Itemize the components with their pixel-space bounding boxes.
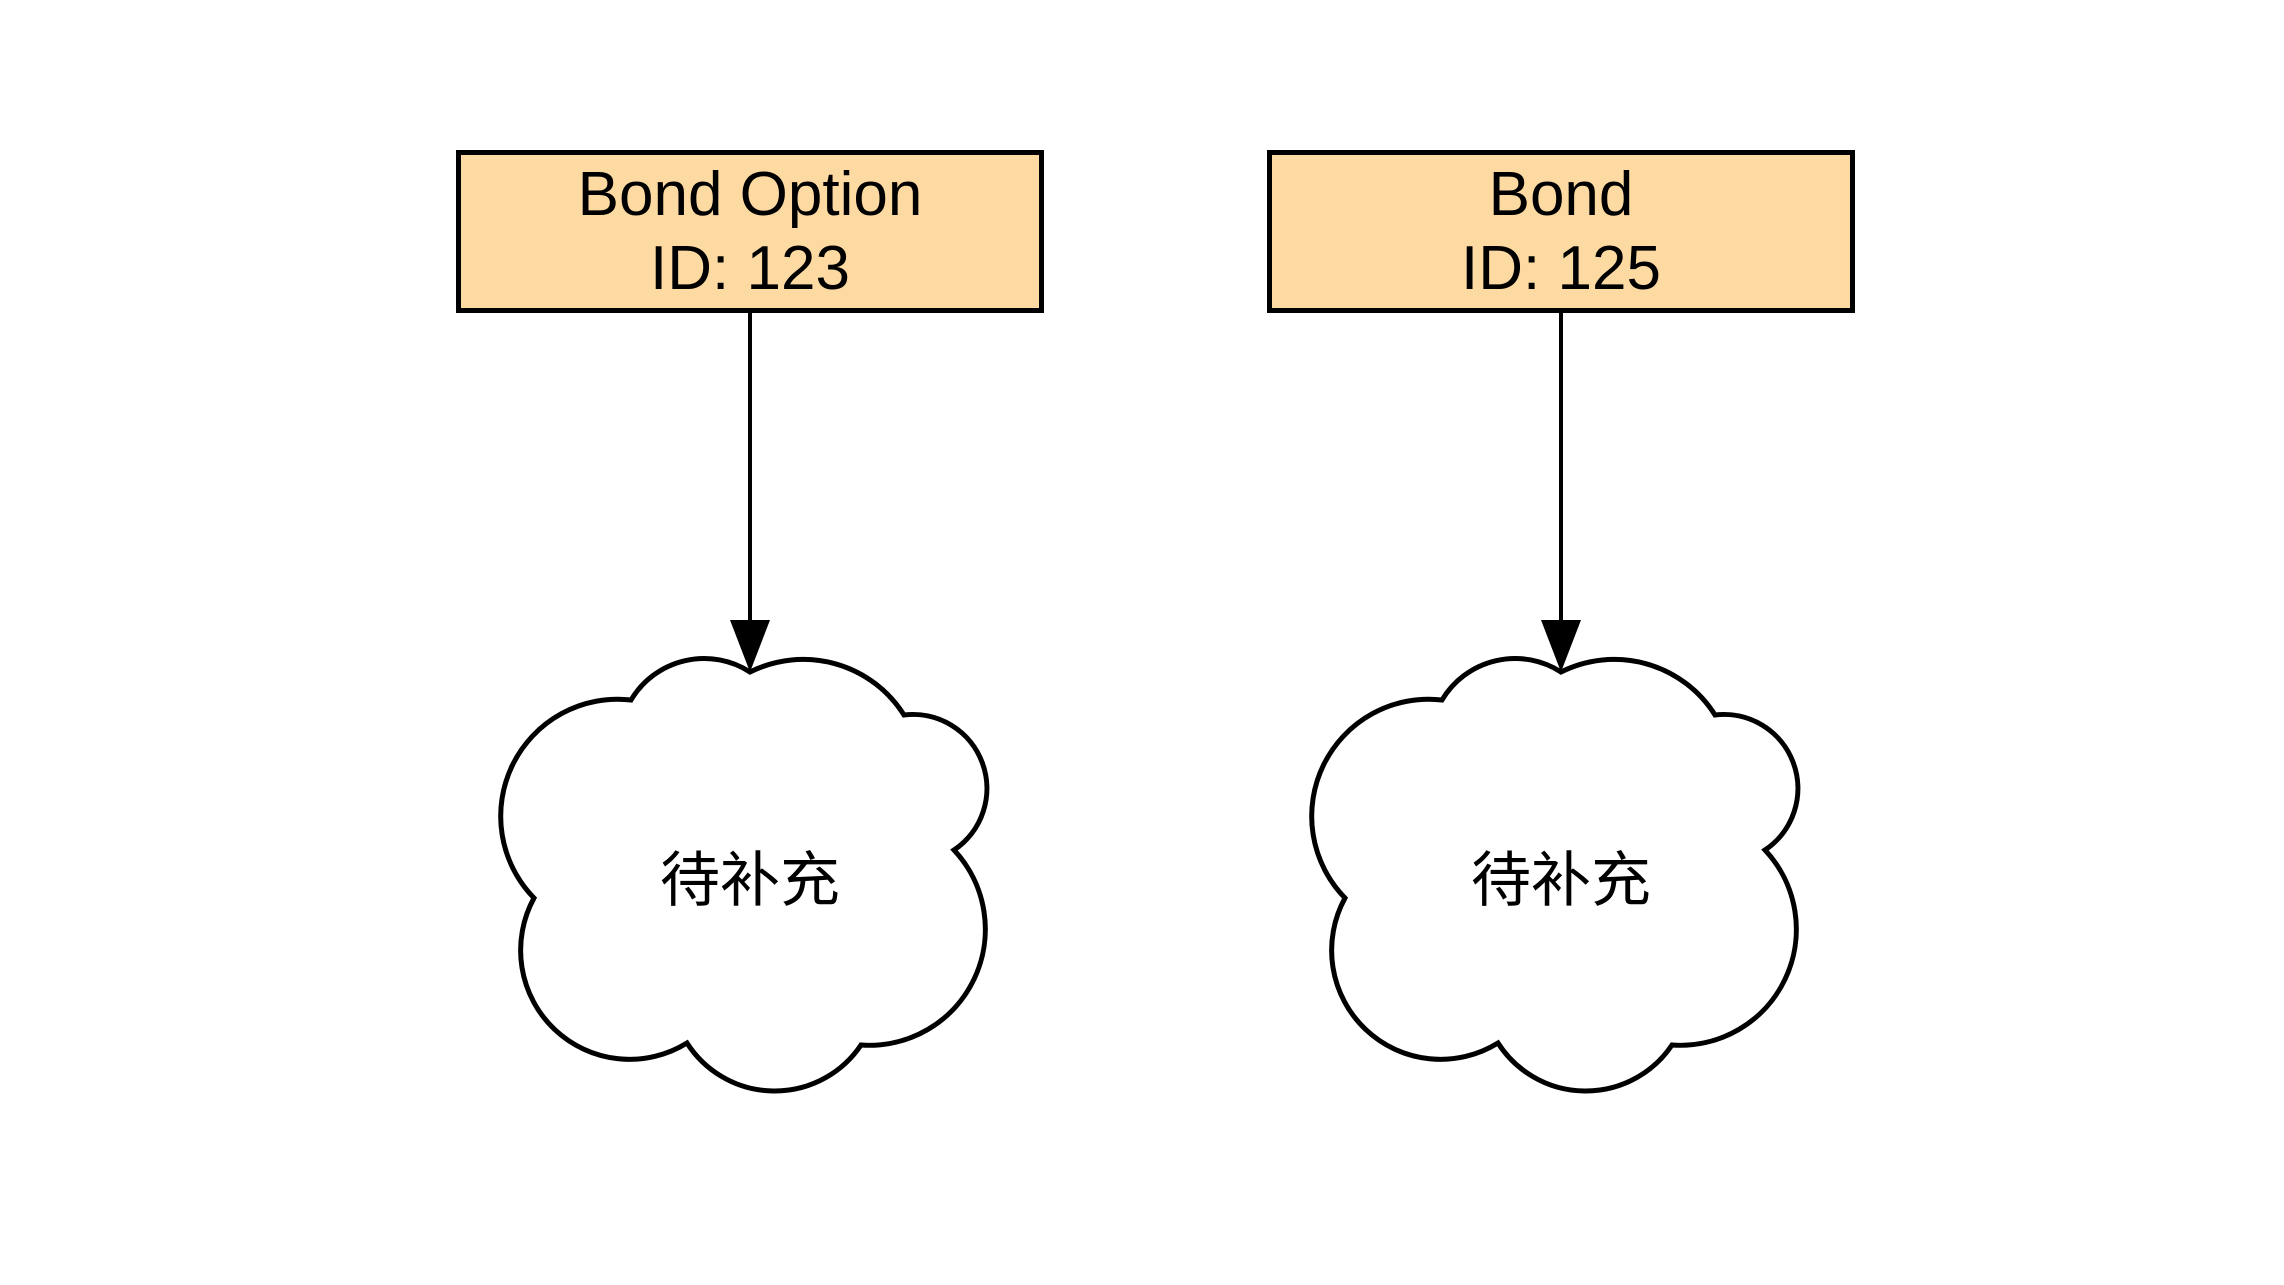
cloud-label-left: 待补充 [660, 846, 840, 914]
node-subtitle: ID: 125 [1461, 233, 1661, 303]
edge-arrow-left [730, 313, 770, 672]
node-title: Bond [1488, 159, 1634, 229]
node-title: Bond Option [577, 159, 923, 229]
arrow-head-icon [1541, 620, 1581, 672]
node-bond: Bond ID: 125 [1267, 150, 1855, 313]
cloud-shape-left [498, 656, 990, 1094]
edge-arrow-right [1541, 313, 1581, 672]
arrow-head-icon [730, 620, 770, 672]
node-bond-option: Bond Option ID: 123 [456, 150, 1044, 313]
cloud-shape-right [1309, 656, 1801, 1094]
node-subtitle: ID: 123 [650, 233, 850, 303]
cloud-label-right: 待补充 [1471, 846, 1651, 914]
